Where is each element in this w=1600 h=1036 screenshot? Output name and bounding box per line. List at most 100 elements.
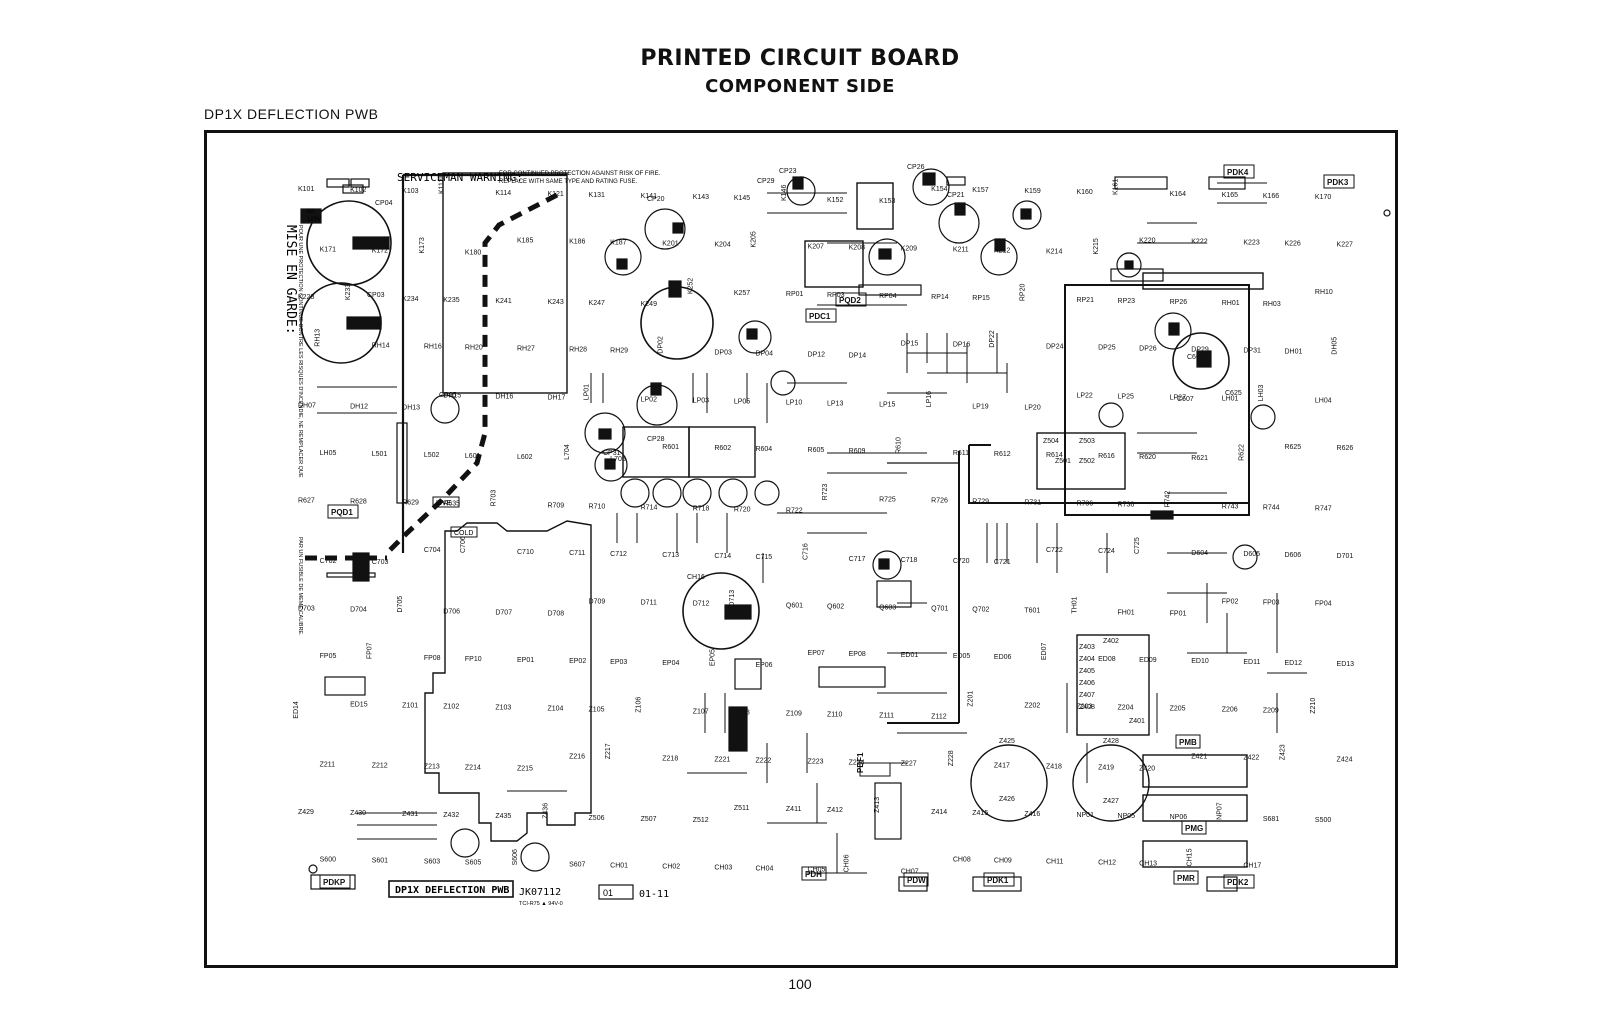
- component-label: C724: [1098, 548, 1115, 555]
- connector-label: PQD2: [839, 296, 861, 305]
- component-label: C721: [994, 559, 1011, 566]
- component-label: Z211: [320, 761, 336, 768]
- component-label: RP14: [931, 294, 949, 301]
- component-label: FP04: [1315, 601, 1332, 608]
- component-label: R723: [822, 484, 829, 501]
- ic-label: Z504: [1043, 438, 1059, 445]
- component-label: C716: [803, 543, 810, 560]
- component-label: K234: [402, 296, 418, 303]
- component-label: DP14: [849, 353, 867, 360]
- component-label: DH17: [547, 394, 565, 401]
- component-label: Q601: [786, 603, 803, 610]
- component-label: NP01: [1076, 812, 1094, 819]
- component-label: K154: [931, 186, 947, 193]
- component-label: LP15: [879, 401, 895, 408]
- component-label: EP08: [849, 651, 866, 658]
- component-label: K205: [750, 231, 757, 247]
- component-label: TH01: [1071, 596, 1078, 613]
- component-label: D713: [729, 590, 736, 607]
- component-label: DH01: [1284, 349, 1302, 356]
- connector-box: [1223, 874, 1255, 889]
- component-label: R729: [972, 498, 989, 505]
- component-label: Z101: [402, 703, 418, 710]
- component-label: CH13: [1139, 860, 1157, 867]
- component-label: K153: [879, 198, 895, 205]
- connector-box: [1175, 734, 1201, 749]
- component-label: K201: [662, 241, 678, 248]
- connector-box: [859, 762, 891, 777]
- component-label: ED10: [1191, 658, 1209, 665]
- component-label: DP22: [989, 330, 996, 348]
- component-label: Z104: [547, 706, 563, 713]
- component-label: CH06: [844, 854, 851, 872]
- ic-label: Z402: [1103, 638, 1119, 645]
- component-label: DH07: [298, 402, 316, 409]
- component-label: LH03: [1258, 384, 1265, 401]
- capacitor-label: CP21: [947, 192, 965, 199]
- component-label: L602: [517, 454, 533, 461]
- component-label: Z424: [1337, 756, 1353, 763]
- component-label: LP25: [1118, 393, 1134, 400]
- date-code: 01-11: [639, 889, 669, 900]
- component-label: ED07: [1041, 643, 1048, 661]
- component-label: Z214: [465, 764, 481, 771]
- component-label: C704: [424, 547, 441, 554]
- component-label: D606: [1284, 552, 1301, 559]
- ic-label: Z426: [999, 796, 1015, 803]
- component-label: Z216: [569, 753, 585, 760]
- component-label: Z217: [605, 743, 612, 759]
- component-label: EP03: [610, 659, 627, 666]
- component-label: Z416: [1024, 811, 1040, 818]
- connector-label: PMG: [1185, 824, 1203, 833]
- component-label: NP07: [1217, 802, 1224, 820]
- component-label: R731: [1024, 499, 1041, 506]
- component-label: K160: [1076, 189, 1092, 196]
- component-label: Z429: [298, 809, 314, 816]
- component-label: R602: [714, 445, 731, 452]
- component-label: ED15: [350, 702, 368, 709]
- capacitor-label: CH16: [687, 574, 705, 581]
- component-label: RP26: [1170, 299, 1188, 306]
- capacitor-label: CP04: [375, 200, 393, 207]
- component-label: K101: [298, 186, 314, 193]
- component-label: CH11: [1046, 858, 1063, 865]
- component-label: Z212: [372, 762, 388, 769]
- component-label: DP31: [1243, 348, 1261, 355]
- component-label: LP13: [827, 400, 843, 407]
- component-label: R625: [1284, 444, 1301, 451]
- component-label: Z215: [517, 765, 533, 772]
- component-label: Z423: [1279, 744, 1286, 760]
- connector-box: [1323, 174, 1355, 189]
- mise-en-garde: MISE EN GARDE:: [283, 225, 298, 335]
- component-label: K152: [827, 197, 843, 204]
- component-label: R709: [547, 502, 564, 509]
- component-label: S607: [569, 861, 585, 868]
- connector-box: [835, 292, 867, 307]
- connector-label: PMR: [1177, 874, 1195, 883]
- component-label: Z421: [1191, 753, 1207, 760]
- component-label: K170: [1315, 194, 1331, 201]
- component-label: C702: [320, 558, 337, 565]
- component-label: K257: [734, 290, 750, 297]
- component-label: RP03: [827, 292, 845, 299]
- component-label: K208: [849, 245, 865, 252]
- component-label: LH05: [320, 450, 337, 457]
- component-label: D604: [1191, 550, 1208, 557]
- connector-box: [801, 866, 827, 881]
- component-label: D712: [693, 601, 710, 608]
- component-label: T601: [1024, 608, 1040, 615]
- component-label: R736: [1076, 500, 1093, 507]
- component-label: R744: [1263, 504, 1280, 511]
- component-label: L502: [424, 452, 440, 459]
- component-label: CH04: [755, 865, 773, 872]
- component-label: Z209: [1263, 708, 1279, 715]
- ic-label: Z404: [1079, 656, 1095, 663]
- component-label: Z111: [879, 713, 894, 720]
- component-label: C713: [662, 552, 679, 559]
- component-label: Z506: [589, 815, 605, 822]
- component-label: CH03: [714, 864, 732, 871]
- component-label: Z206: [1222, 707, 1238, 714]
- capacitor-label: CP20: [647, 196, 665, 203]
- component-label: K215: [1093, 238, 1100, 254]
- component-label: Z222: [755, 757, 771, 764]
